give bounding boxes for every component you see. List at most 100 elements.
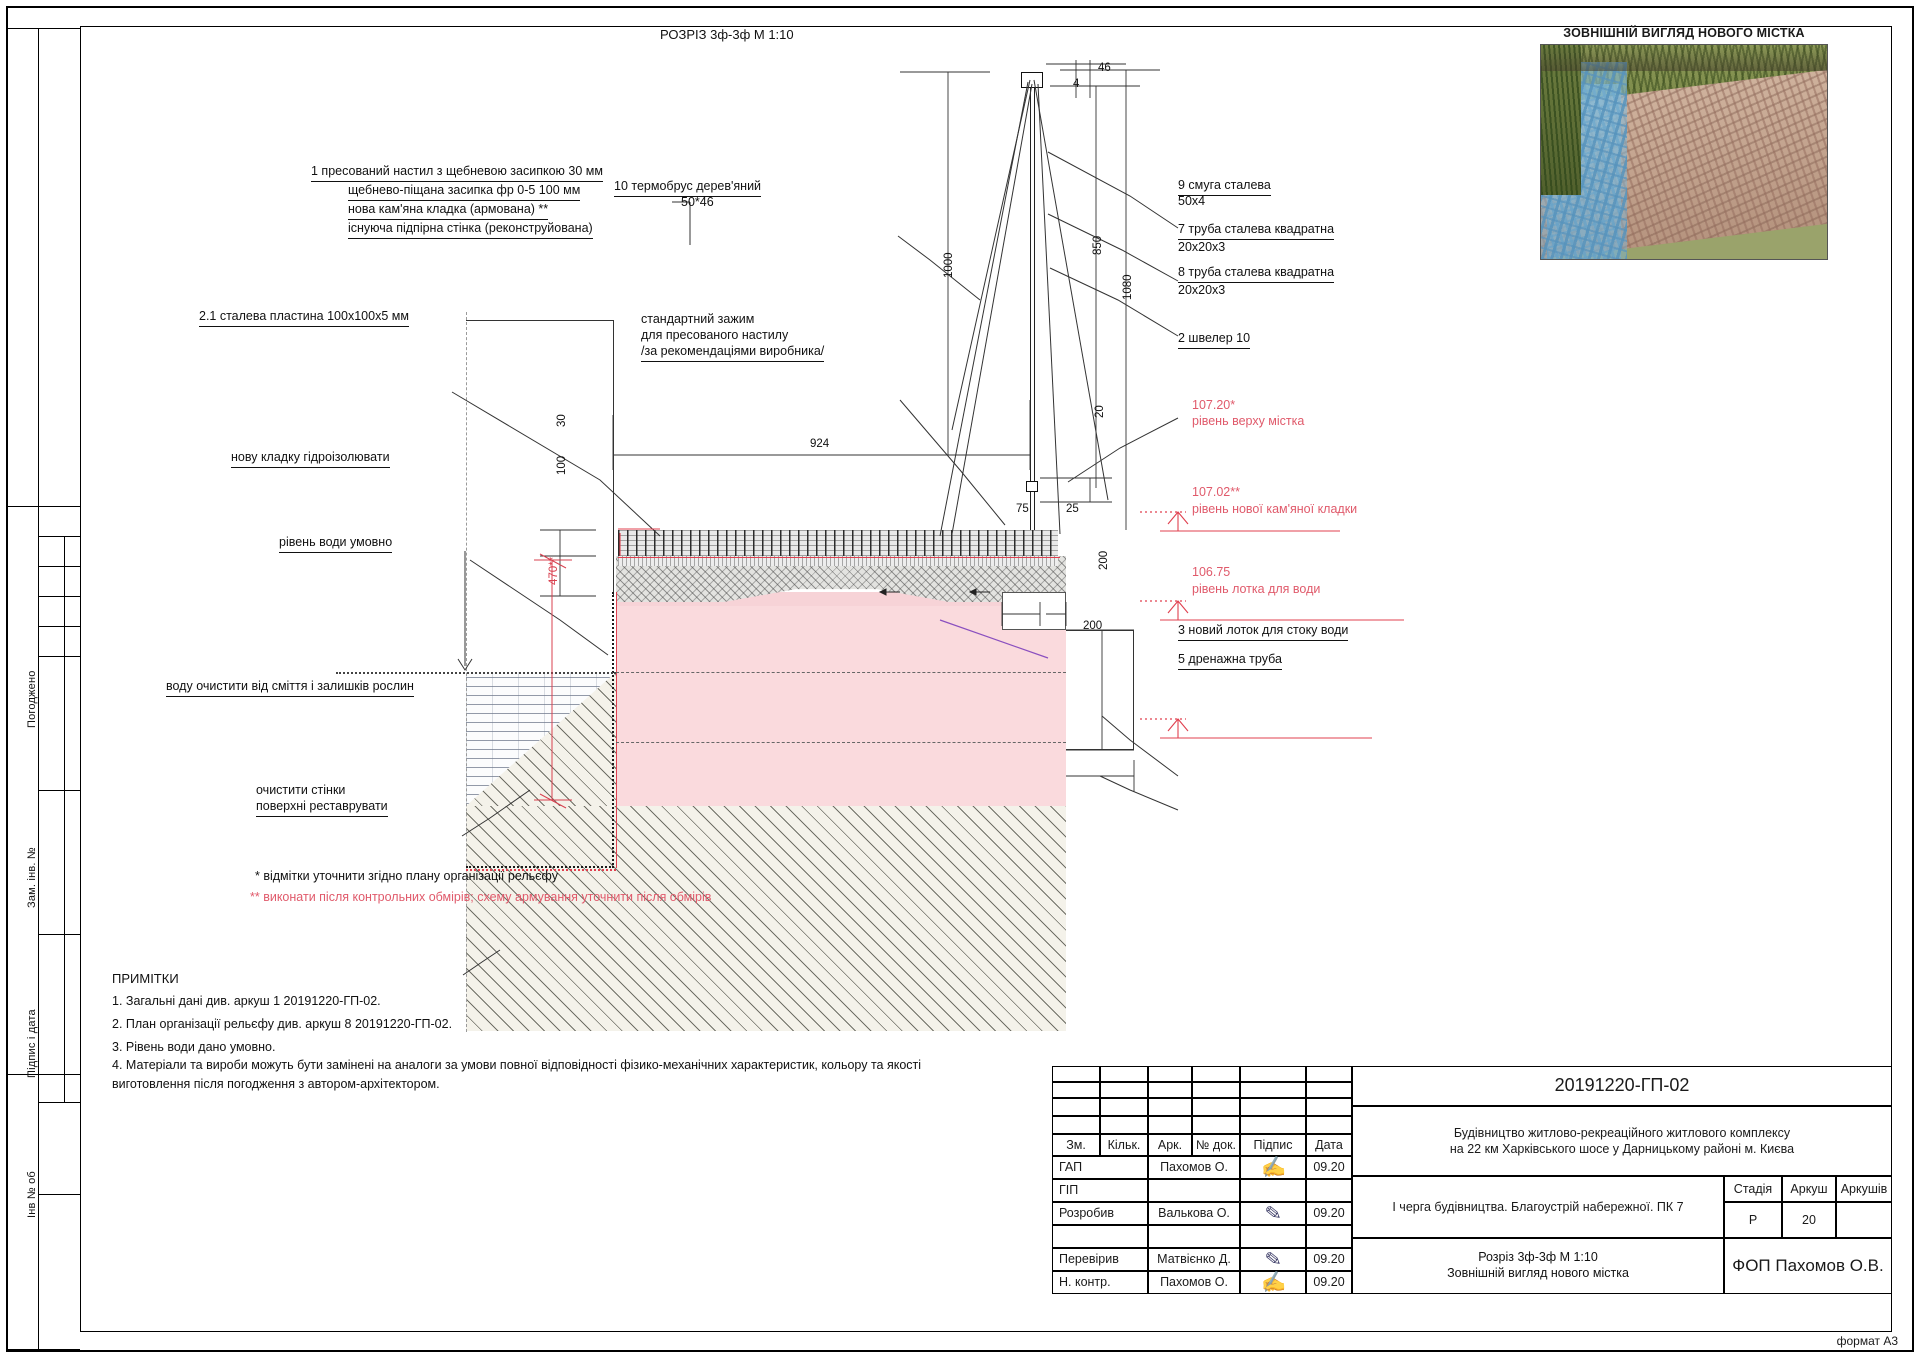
rev-blank-r2c5	[1240, 1082, 1306, 1098]
rev-blank-r1c3	[1148, 1066, 1192, 1082]
title-block: Зм. Кільк. Арк. № док. Підпис Дата ГАП П…	[1052, 1066, 1892, 1332]
callout-steel-strip-line2: 50х4	[1178, 194, 1206, 208]
drawing-name: Розріз 3ф-3ф М 1:10 Зовнішній вигляд нов…	[1352, 1238, 1724, 1294]
rev-blank-r3c2	[1100, 1098, 1148, 1116]
rev-blank-r2c3	[1148, 1082, 1192, 1098]
rev-blank-r1c1	[1052, 1066, 1100, 1082]
callout-decking: 1 пресований настил з щебневою засипкою …	[311, 164, 603, 182]
callout-thermo-beam-line1: 10 термобрус дерев'яний	[614, 179, 762, 197]
notes-title: ПРИМІТКИ	[112, 971, 179, 986]
role-name-gip	[1148, 1179, 1240, 1202]
note-item-1: 1. Загальні дані див. аркуш 1 20191220-Г…	[112, 994, 381, 1008]
stage-value-arkushiv	[1836, 1202, 1892, 1238]
role-name-pereviryv: Матвієнко Д.	[1148, 1248, 1240, 1271]
note-item-4b: виготовлення після погодження з автором-…	[112, 1077, 440, 1091]
section-title: РОЗРІЗ 3ф-3ф М 1:10	[660, 27, 794, 42]
sheet-frame-outer	[6, 6, 1914, 1352]
role-name-blank	[1148, 1225, 1240, 1248]
rev-blank-r4c4	[1192, 1116, 1240, 1134]
rev-blank-r4c5	[1240, 1116, 1306, 1134]
waterproofing-line-horz	[466, 866, 614, 868]
callout-water-level: рівень води умовно	[279, 535, 393, 553]
rev-blank-r4c6	[1306, 1116, 1352, 1134]
dim-200-vertical: 200	[1098, 550, 1110, 570]
rev-blank-r3c4	[1192, 1098, 1240, 1116]
role-date-blank	[1306, 1225, 1352, 1248]
dim-100: 100	[556, 455, 568, 475]
level-value-top: 107.20*	[1192, 398, 1236, 412]
rev-blank-r4c2	[1100, 1116, 1148, 1134]
callout-gravel-sand: щебнево-піщана засипка фр 0-5 100 мм	[348, 183, 581, 201]
abutment-right	[1002, 592, 1066, 630]
project-line-1: Будівництво житлово-рекреаційного житлов…	[1453, 1125, 1791, 1140]
role-name-rozrobyv: Валькова О.	[1148, 1202, 1240, 1225]
callout-clean-water: воду очистити від сміття і залишків росл…	[166, 679, 414, 697]
role-label-pereviryv: Перевірив	[1052, 1248, 1148, 1271]
callout-new-masonry: нова кам'яна кладка (армована) **	[348, 202, 549, 220]
callout-square-tube-7-line2: 20х20х3	[1178, 240, 1226, 254]
callout-clean-walls-line1: очистити стінки	[256, 783, 346, 797]
callout-channel-10: 2 швелер 10	[1178, 331, 1251, 349]
stage-value-arkush: 20	[1782, 1202, 1836, 1238]
role-sign-nkontr: ✍	[1240, 1270, 1306, 1295]
rev-blank-r3c6	[1306, 1098, 1352, 1116]
margin-label-pogodzheno: Погоджено	[26, 670, 38, 728]
role-label-gip: ГІП	[1052, 1179, 1148, 1202]
level-value-masonry: 107.02**	[1192, 485, 1240, 499]
note-item-3: 3. Рівень води дано умовно.	[112, 1040, 276, 1054]
water-level-dashed-right	[616, 672, 1066, 673]
rev-header-pidpys: Підпис	[1240, 1134, 1306, 1156]
level-label-masonry: рівень нової кам'яної кладки	[1192, 502, 1358, 516]
dim-924: 924	[810, 438, 830, 450]
rev-header-ark: Арк.	[1148, 1134, 1192, 1156]
callout-new-water-tray: 3 новий лоток для стоку води	[1178, 623, 1349, 641]
earth-hatch-bottom	[466, 806, 1066, 1031]
role-date-nkontr: 09.20	[1306, 1271, 1352, 1294]
dim-46: 46	[1098, 62, 1111, 74]
photo-caption: ЗОВНІШНІЙ ВИГЛЯД НОВОГО МІСТКА	[1563, 26, 1805, 40]
role-date-gip	[1306, 1179, 1352, 1202]
project-line-2: на 22 км Харківського шосе у Дарницькому…	[1449, 1142, 1795, 1156]
gravel-layer	[618, 556, 1058, 566]
dim-850: 850	[1092, 235, 1104, 255]
role-sign-blank	[1240, 1225, 1306, 1248]
dim-20: 20	[1094, 405, 1106, 418]
rev-header-data: Дата	[1306, 1134, 1352, 1156]
role-name-nkontr: Пахомов О.	[1148, 1271, 1240, 1294]
level-label-tray: рівень лотка для води	[1192, 582, 1321, 596]
role-name-gap: Пахомов О.	[1148, 1156, 1240, 1179]
rev-blank-r3c3	[1148, 1098, 1192, 1116]
rev-blank-r2c2	[1100, 1082, 1148, 1098]
dim-30: 30	[556, 414, 568, 427]
rev-blank-r1c6	[1306, 1066, 1352, 1082]
role-sign-gip	[1240, 1179, 1306, 1202]
callout-existing-wall: існуюча підпірна стінка (реконструйована…	[348, 221, 593, 239]
drainage-tray-outline	[1066, 630, 1134, 750]
rev-blank-r3c5	[1240, 1098, 1306, 1116]
rev-blank-r4c3	[1148, 1116, 1192, 1134]
callout-square-tube-8-line2: 20х20х3	[1178, 283, 1226, 297]
dim-25: 25	[1066, 503, 1079, 515]
role-sign-pereviryv: ✎	[1240, 1248, 1306, 1271]
rev-blank-r1c2	[1100, 1066, 1148, 1082]
rev-header-zm: Зм.	[1052, 1134, 1100, 1156]
doc-code: 20191220-ГП-02	[1352, 1066, 1892, 1106]
deck-grating	[618, 530, 1058, 556]
callout-thermo-beam-line2: 50*46	[681, 195, 714, 209]
left-margin-stamp: Погоджено Зам. інв. № Підпис і дата Інв …	[8, 28, 80, 1351]
stage-title: І черга будівництва. Благоустрій набереж…	[1352, 1176, 1724, 1238]
dim-200-horizontal: 200	[1083, 620, 1103, 632]
sheet-frame-inner	[80, 26, 1892, 1332]
callout-steel-strip-line1: 9 смуга сталева	[1178, 178, 1271, 196]
drainage-tray-inner	[1066, 630, 1134, 631]
callout-clamp-line2: для пресованого настилу	[641, 328, 789, 342]
role-label-rozrobyv: Розробив	[1052, 1202, 1148, 1225]
role-label-gap: ГАП	[1052, 1156, 1148, 1179]
post-mid-square	[1026, 481, 1038, 492]
dim-1000: 1000	[943, 252, 955, 278]
margin-label-pidpys-data: Підпис і дата	[26, 1009, 38, 1078]
handrail-post	[1030, 78, 1035, 530]
project-description: Будівництво житлово-рекреаційного житлов…	[1352, 1106, 1892, 1176]
stage-header-arkush: Аркуш	[1782, 1176, 1836, 1202]
